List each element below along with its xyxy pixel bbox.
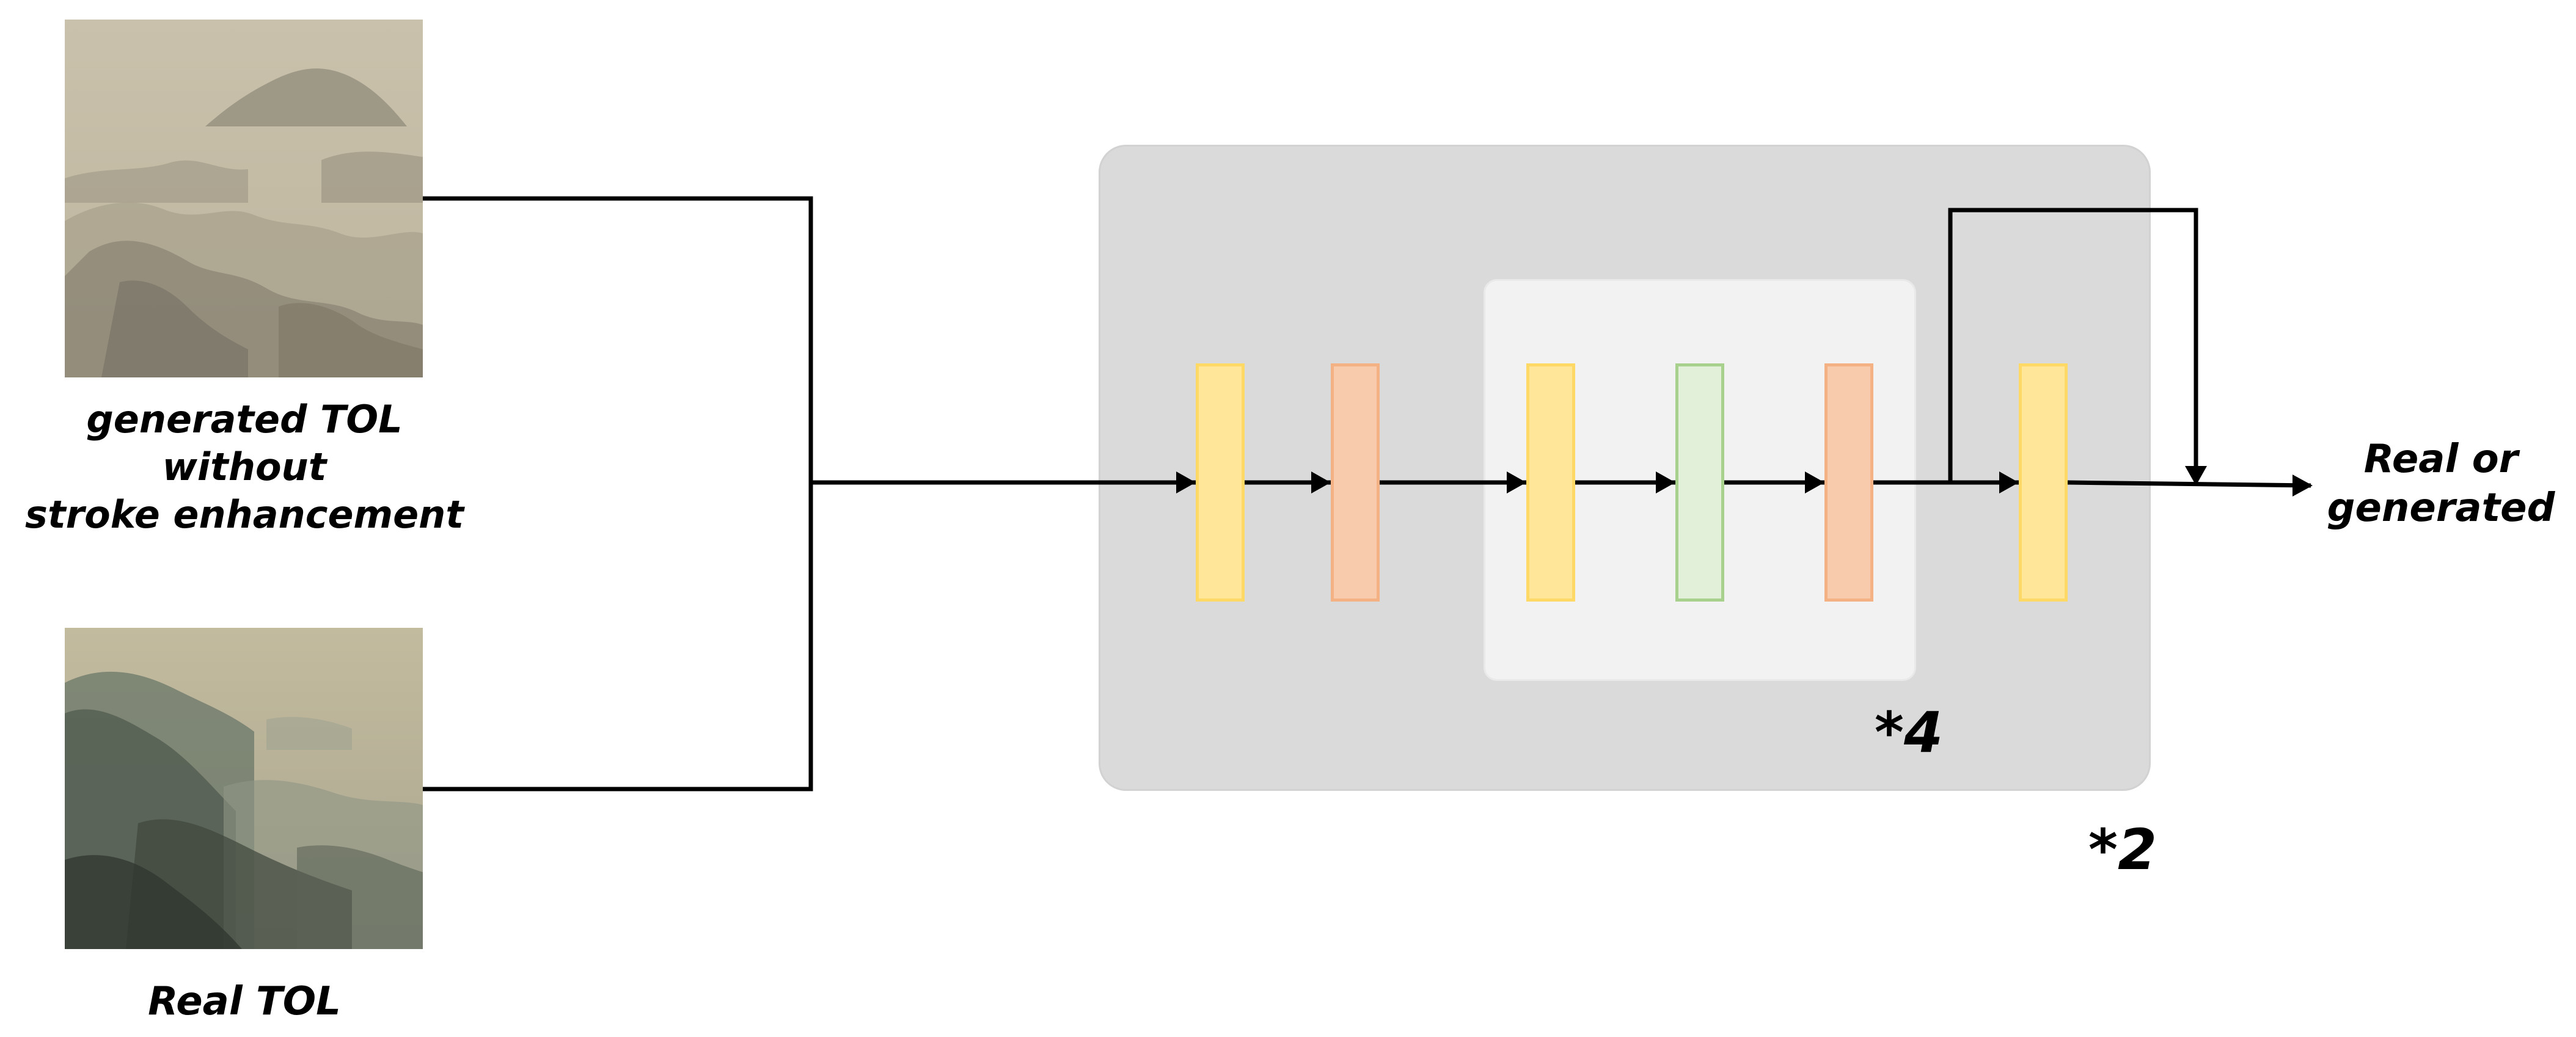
generated-tol-label-line1: generated TOL bbox=[86, 397, 403, 442]
layer-block-yellow-3 bbox=[2019, 363, 2068, 602]
output-label: Real or generated bbox=[2310, 435, 2572, 533]
arrowhead-skip bbox=[2185, 466, 2207, 486]
landscape-painting-icon bbox=[65, 628, 423, 949]
layer-block-yellow-2 bbox=[1526, 363, 1575, 602]
generated-tol-image bbox=[65, 20, 423, 377]
real-tol-label: Real TOL bbox=[148, 979, 341, 1024]
real-tol-image bbox=[65, 628, 423, 949]
outer-repeat-label: *2 bbox=[2088, 817, 2157, 882]
generated-tol-label-line2: without bbox=[162, 445, 327, 489]
layer-block-orange-1 bbox=[1331, 363, 1380, 602]
inner-repeat-label: *4 bbox=[1874, 700, 1943, 765]
output-label-line2: generated bbox=[2327, 486, 2555, 531]
landscape-painting-icon bbox=[65, 20, 423, 377]
generated-tol-label: generated TOL without stroke enhancement bbox=[0, 396, 489, 539]
layer-block-green-1 bbox=[1675, 363, 1724, 602]
layer-block-orange-2 bbox=[1824, 363, 1873, 602]
layer-block-yellow-1 bbox=[1196, 363, 1245, 602]
output-label-line1: Real or bbox=[2363, 437, 2519, 482]
generated-tol-label-line3: stroke enhancement bbox=[25, 492, 464, 537]
